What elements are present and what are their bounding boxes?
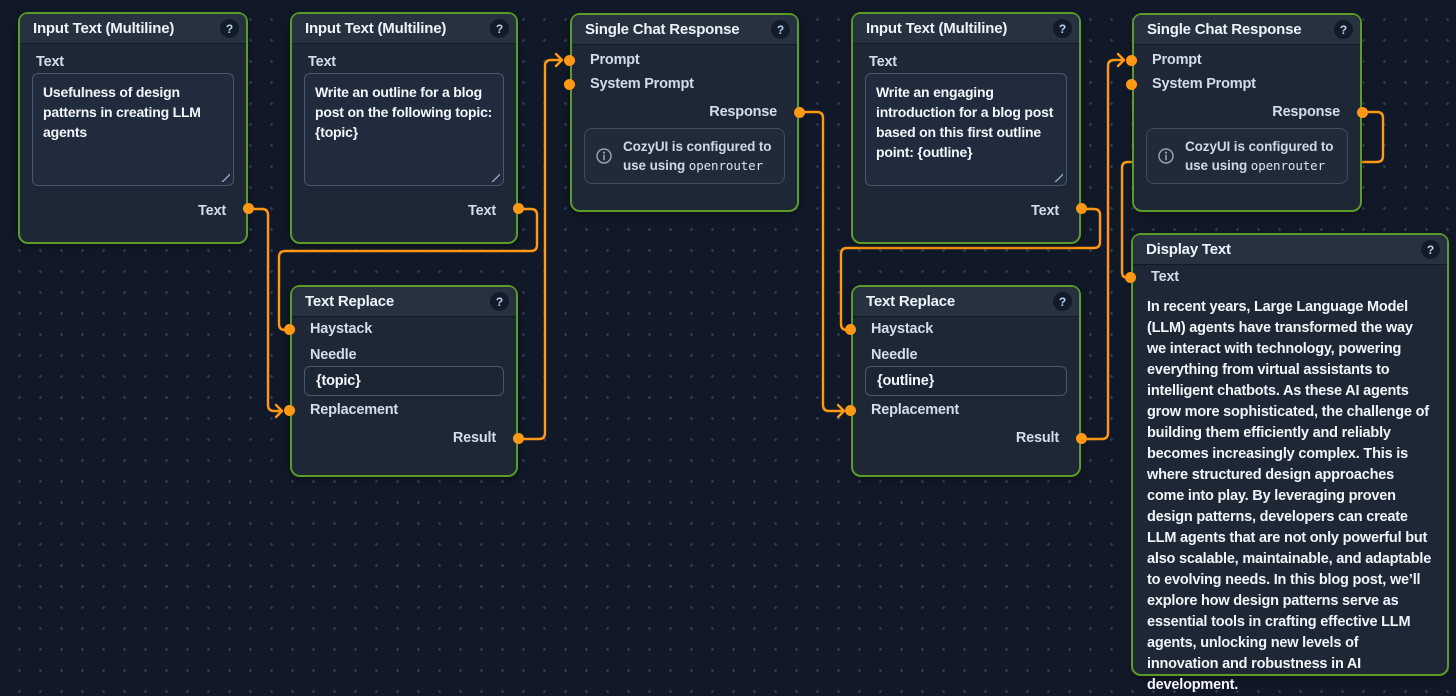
field-label: Text (869, 54, 897, 70)
port-system-prompt-input[interactable] (564, 79, 575, 90)
port-text-output[interactable] (513, 203, 524, 214)
text-multiline-input[interactable]: Usefulness of design patterns in creatin… (32, 73, 234, 186)
help-icon[interactable]: ? (1334, 20, 1353, 39)
node-title: Display Text (1146, 241, 1231, 258)
output-label: Text (198, 203, 226, 219)
needle-label: Needle (310, 347, 356, 363)
wire-input1-text-to-replace1-replacement[interactable] (248, 209, 281, 411)
port-haystack-input[interactable] (284, 324, 295, 335)
provider-notice: CozyUI is configured to use using openro… (584, 128, 785, 184)
port-replacement-input[interactable] (284, 405, 295, 416)
node-text-replace-2[interactable]: Text Replace ? Haystack Needle Replaceme… (851, 285, 1081, 477)
notice-provider: openrouter (689, 158, 763, 173)
help-icon[interactable]: ? (771, 20, 790, 39)
node-chat-response-1[interactable]: Single Chat Response ? Prompt System Pro… (570, 13, 799, 212)
help-icon[interactable]: ? (220, 19, 239, 38)
node-header[interactable]: Input Text (Multiline) ? (853, 14, 1079, 44)
wire-replace2-result-to-chat2-prompt[interactable] (1081, 60, 1123, 439)
field-label: Text (308, 54, 336, 70)
needle-input[interactable] (865, 366, 1067, 396)
node-header[interactable]: Text Replace ? (292, 287, 516, 317)
provider-notice-text: CozyUI is configured to use using openro… (623, 137, 774, 175)
info-icon (1157, 147, 1175, 165)
needle-label: Needle (871, 347, 917, 363)
output-label-response: Response (709, 104, 777, 120)
provider-notice: CozyUI is configured to use using openro… (1146, 128, 1348, 184)
output-label-result: Result (1016, 430, 1059, 446)
help-icon[interactable]: ? (1053, 19, 1072, 38)
provider-notice-text: CozyUI is configured to use using openro… (1185, 137, 1337, 175)
input-label-prompt: Prompt (590, 52, 640, 68)
input-label-haystack: Haystack (310, 321, 372, 337)
text-multiline-input[interactable]: Write an engaging introduction for a blo… (865, 73, 1067, 186)
node-display-text[interactable]: Display Text ? Text In recent years, Lar… (1131, 233, 1449, 676)
node-header[interactable]: Input Text (Multiline) ? (20, 14, 246, 44)
node-input-text-3[interactable]: Input Text (Multiline) ? Text Write an e… (851, 12, 1081, 244)
needle-input[interactable] (304, 366, 504, 396)
port-response-output[interactable] (1357, 107, 1368, 118)
help-icon[interactable]: ? (1053, 292, 1072, 311)
input-label-haystack: Haystack (871, 321, 933, 337)
input-label-system-prompt: System Prompt (1152, 76, 1256, 92)
resize-handle-icon[interactable] (221, 173, 230, 182)
input-label-replacement: Replacement (871, 402, 959, 418)
node-header[interactable]: Single Chat Response ? (572, 15, 797, 45)
input-label-prompt: Prompt (1152, 52, 1202, 68)
port-text-output[interactable] (1076, 203, 1087, 214)
node-header[interactable]: Text Replace ? (853, 287, 1079, 317)
output-label-response: Response (1272, 104, 1340, 120)
resize-handle-icon[interactable] (1054, 173, 1063, 182)
wire-replace1-result-to-chat1-prompt[interactable] (518, 60, 561, 439)
node-input-text-2[interactable]: Input Text (Multiline) ? Text Write an o… (290, 12, 518, 244)
port-prompt-input[interactable] (1126, 55, 1137, 66)
field-label: Text (36, 54, 64, 70)
display-text-content: In recent years, Large Language Model (L… (1147, 297, 1433, 696)
node-input-text-1[interactable]: Input Text (Multiline) ? Text Usefulness… (18, 12, 248, 244)
port-text-output[interactable] (243, 203, 254, 214)
port-result-output[interactable] (1076, 433, 1087, 444)
port-system-prompt-input[interactable] (1126, 79, 1137, 90)
port-text-input[interactable] (1125, 272, 1136, 283)
help-icon[interactable]: ? (490, 19, 509, 38)
output-label: Text (1031, 203, 1059, 219)
help-icon[interactable]: ? (490, 292, 509, 311)
port-haystack-input[interactable] (845, 324, 856, 335)
output-label: Text (468, 203, 496, 219)
info-icon (595, 147, 613, 165)
node-title: Text Replace (866, 293, 955, 310)
port-prompt-input[interactable] (564, 55, 575, 66)
node-header[interactable]: Input Text (Multiline) ? (292, 14, 516, 44)
input-label-system-prompt: System Prompt (590, 76, 694, 92)
text-multiline-input[interactable]: Write an outline for a blog post on the … (304, 73, 504, 186)
port-response-output[interactable] (794, 107, 805, 118)
node-title: Single Chat Response (1147, 21, 1301, 38)
node-text-replace-1[interactable]: Text Replace ? Haystack Needle Replaceme… (290, 285, 518, 477)
node-chat-response-2[interactable]: Single Chat Response ? Prompt System Pro… (1132, 13, 1362, 212)
node-header[interactable]: Single Chat Response ? (1134, 15, 1360, 45)
notice-provider: openrouter (1251, 158, 1325, 173)
port-result-output[interactable] (513, 433, 524, 444)
node-title: Input Text (Multiline) (866, 20, 1007, 37)
node-title: Input Text (Multiline) (33, 20, 174, 37)
node-title: Input Text (Multiline) (305, 20, 446, 37)
help-icon[interactable]: ? (1421, 240, 1440, 259)
input-label-text: Text (1151, 269, 1179, 285)
node-title: Text Replace (305, 293, 394, 310)
wire-chat1-response-to-replace2-replacement[interactable] (799, 112, 843, 411)
node-title: Single Chat Response (585, 21, 739, 38)
node-header[interactable]: Display Text ? (1133, 235, 1447, 265)
port-replacement-input[interactable] (845, 405, 856, 416)
resize-handle-icon[interactable] (491, 173, 500, 182)
output-label-result: Result (453, 430, 496, 446)
input-label-replacement: Replacement (310, 402, 398, 418)
